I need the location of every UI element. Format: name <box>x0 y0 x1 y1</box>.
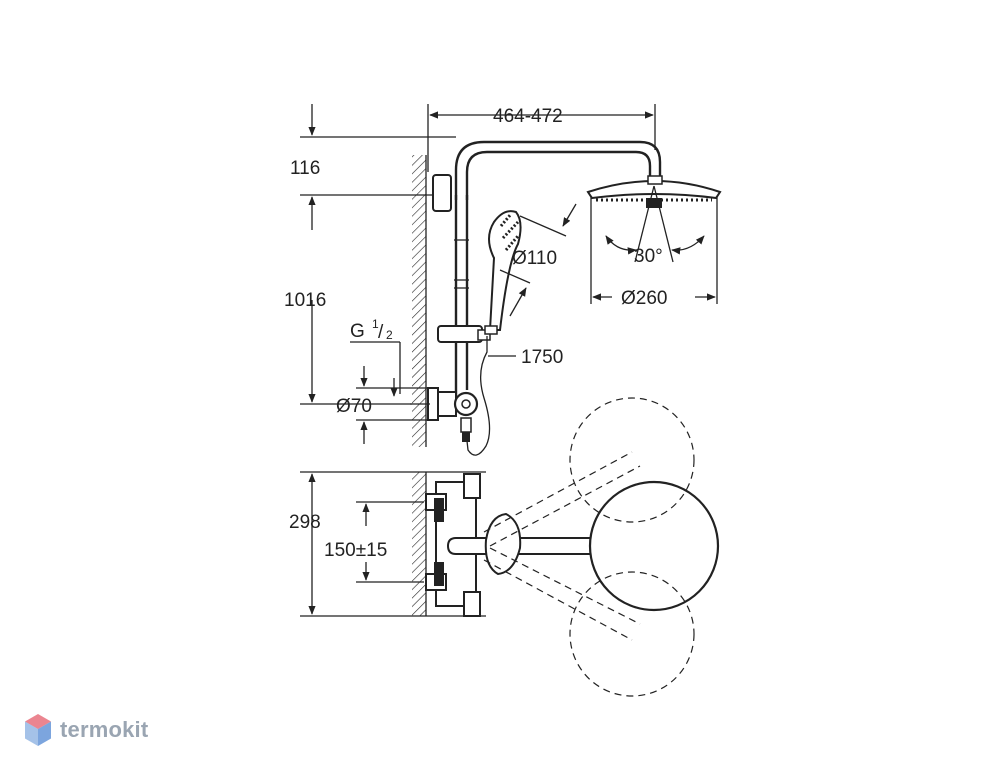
hand-shower <box>484 210 522 335</box>
label-thread-den: 2 <box>386 328 393 342</box>
shower-hose <box>465 336 491 456</box>
watermark: termokit <box>24 710 148 750</box>
top-view <box>300 397 720 697</box>
label-head-shower: Ø260 <box>621 288 667 309</box>
wall-hatch-top <box>412 472 426 616</box>
label-top-offset: 116 <box>290 158 320 179</box>
label-thread-num: 1 <box>372 317 379 331</box>
label-arm-length: 464-472 <box>493 106 563 127</box>
label-angle: 30° <box>634 246 663 267</box>
label-flange: Ø70 <box>336 396 372 417</box>
slider <box>437 325 483 343</box>
head-shower <box>586 175 722 263</box>
top-bracket <box>432 174 452 212</box>
watermark-brand: termokit <box>60 717 149 742</box>
labels: 464-472 116 1016 G 1 / 2 Ø70 Ø110 30° Ø2… <box>284 106 667 561</box>
dimension-lines <box>300 104 718 444</box>
label-hose: 1750 <box>521 347 563 368</box>
label-center-distance: 150±15 <box>324 540 387 561</box>
label-thread: G <box>350 321 365 342</box>
wall-hatch <box>412 155 426 447</box>
label-height: 1016 <box>284 290 326 311</box>
label-body-height: 298 <box>289 512 321 533</box>
front-view <box>410 140 722 456</box>
riser-pipe <box>454 195 469 400</box>
termokit-logo-icon <box>25 714 51 746</box>
head-shower-top <box>588 480 720 612</box>
label-hand-shower: Ø110 <box>512 248 557 269</box>
hand-shower-top <box>484 512 522 576</box>
shower-arm <box>454 140 662 200</box>
svg-text:/: / <box>378 322 384 343</box>
